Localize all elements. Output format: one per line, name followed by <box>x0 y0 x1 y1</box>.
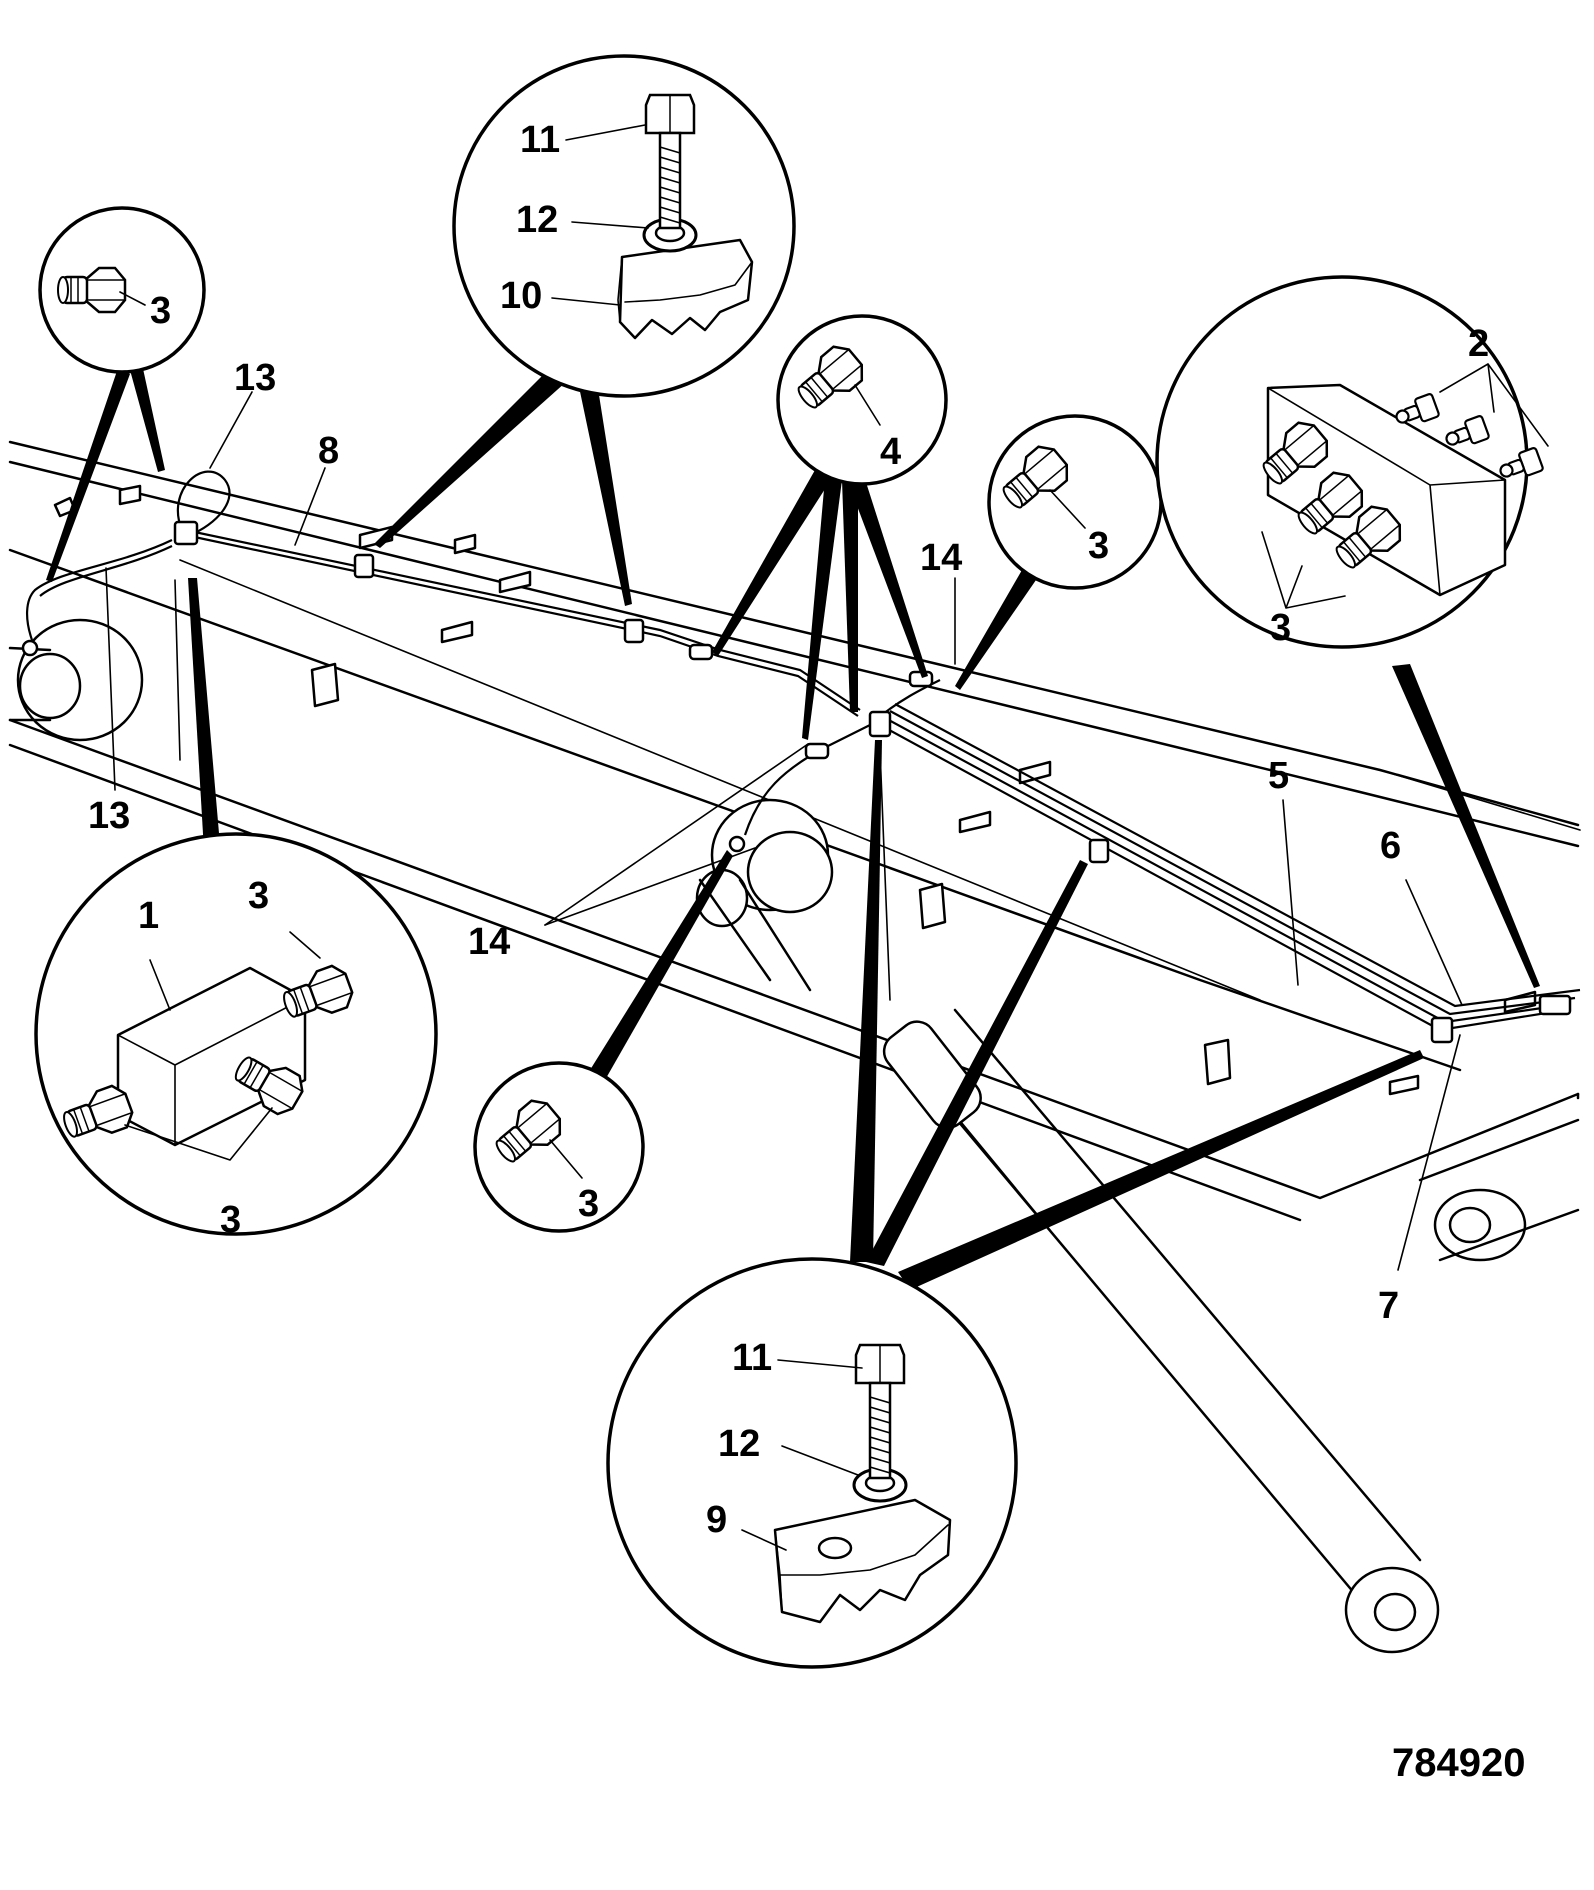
callout-leaders <box>105 124 1463 1551</box>
left-pivot-boss <box>8 618 144 742</box>
callout-13-top: 13 <box>234 357 276 399</box>
boom-lugs <box>53 484 1537 1096</box>
callout-3-block-right: 3 <box>1270 607 1291 649</box>
leader-wedges <box>46 364 1540 1290</box>
callout-5: 5 <box>1268 755 1289 797</box>
drawing-number: 784920 <box>1392 1741 1525 1785</box>
callout-14-top: 14 <box>920 537 962 579</box>
callout-2: 2 <box>1468 323 1489 365</box>
callout-3-lower: 3 <box>578 1183 599 1225</box>
centre-pivot-boss <box>695 798 834 992</box>
callout-8: 8 <box>318 430 339 472</box>
callout-12-bottom: 12 <box>718 1423 760 1465</box>
callout-9: 9 <box>706 1499 727 1541</box>
callout-11-bottom: 11 <box>732 1337 772 1379</box>
detail-circle-nipple-4 <box>776 314 948 486</box>
callout-13-left: 13 <box>88 795 130 837</box>
callout-12-top: 12 <box>516 199 558 241</box>
detail-circle-top-left <box>38 206 206 374</box>
detail-circle-block-1 <box>34 832 438 1236</box>
callout-7: 7 <box>1378 1285 1399 1327</box>
callout-labels: 11 12 10 3 13 8 13 4 3 14 2 3 5 6 7 14 1… <box>88 119 1489 1541</box>
callout-6: 6 <box>1380 825 1401 867</box>
callout-1: 1 <box>138 895 159 937</box>
detail-circle-block-right <box>1155 275 1549 649</box>
callout-10: 10 <box>500 275 542 317</box>
callout-11-top: 11 <box>520 119 560 161</box>
callout-3-top-left: 3 <box>150 290 171 332</box>
callout-3-block-1-bottom: 3 <box>220 1199 241 1241</box>
callout-3-right: 3 <box>1088 525 1109 567</box>
callout-3-block-1-top: 3 <box>248 875 269 917</box>
detail-circle-nipple-3-lower <box>473 1061 645 1233</box>
detail-circle-clamp-9 <box>606 1257 1018 1669</box>
detail-circle-nipple-3-right <box>987 414 1163 590</box>
callout-4: 4 <box>880 431 901 473</box>
callout-14-bottom: 14 <box>468 921 510 963</box>
